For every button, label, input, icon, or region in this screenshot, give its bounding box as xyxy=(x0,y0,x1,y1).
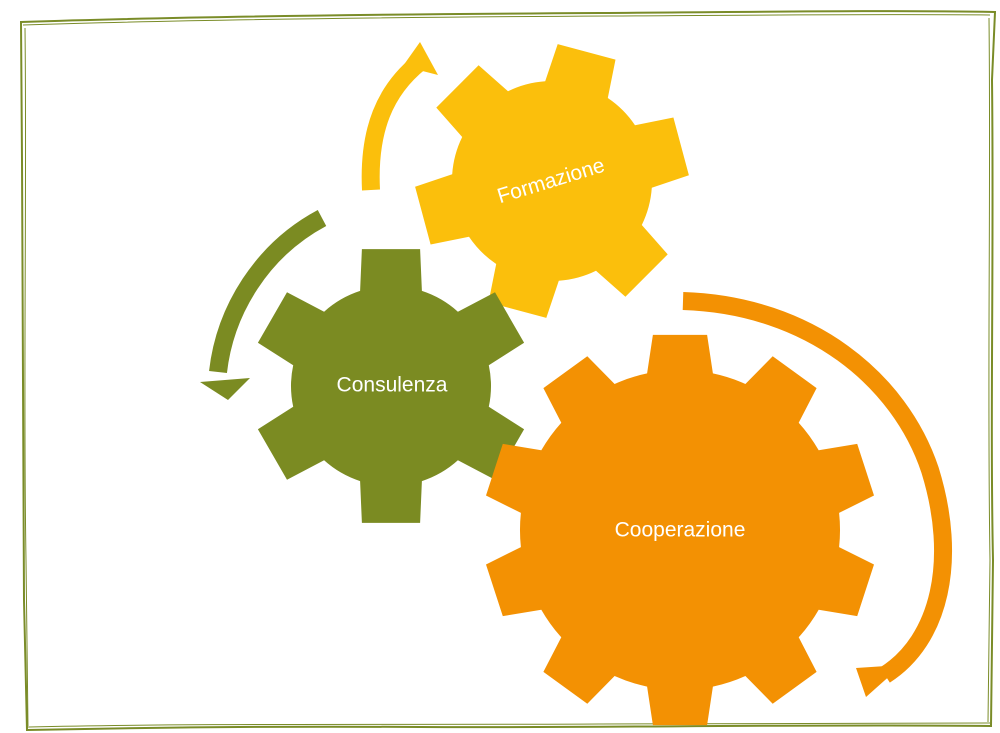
consulenza-cycle-arrow-body xyxy=(209,210,327,374)
consulenza-cycle-arrow-head xyxy=(200,378,250,400)
consulenza-gear-shape xyxy=(257,249,525,523)
consulenza-cycle-arrow xyxy=(200,210,327,400)
cooperazione-cycle-arrow-body xyxy=(682,292,953,683)
sketch-frame xyxy=(19,10,997,732)
cooperazione-label: Cooperazione xyxy=(615,519,746,542)
formazione-gear: Formazione xyxy=(415,44,689,318)
formazione-cycle-arrow xyxy=(361,42,438,191)
cooperazione-gear: Cooperazione xyxy=(486,334,874,726)
consulenza-label: Consulenza xyxy=(337,374,448,397)
consulenza-gear: Consulenza xyxy=(257,249,525,523)
cooperazione-gear-shape xyxy=(486,334,874,726)
arrows-layer xyxy=(200,42,953,697)
formazione-gear-shape xyxy=(415,44,689,318)
formazione-cycle-arrow-head xyxy=(403,42,438,75)
formazione-cycle-arrow-body xyxy=(361,54,426,191)
cooperazione-cycle-arrow-head xyxy=(856,665,902,697)
cooperazione-cycle-arrow xyxy=(682,292,953,697)
sketch-frame-inner xyxy=(22,14,991,729)
